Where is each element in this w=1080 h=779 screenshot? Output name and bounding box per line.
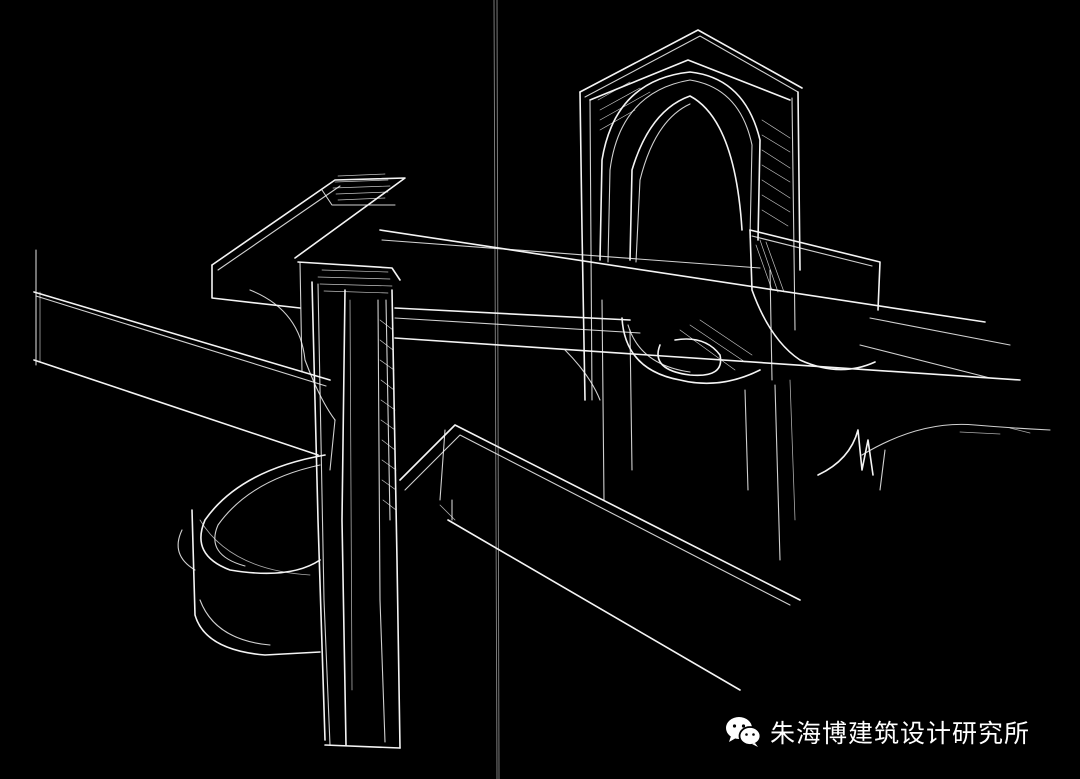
arch-frame <box>579 29 803 561</box>
diagonal-lower-beam <box>399 424 801 691</box>
u-shaped-trough <box>564 229 881 401</box>
bracket-top-hatching <box>317 173 393 294</box>
trough-shading <box>679 239 785 371</box>
arch-shading <box>597 81 791 227</box>
middle-horizontal-beams <box>379 229 1021 381</box>
watermark: 朱海博建筑设计研究所 <box>724 710 1030 754</box>
artist-signature <box>817 423 1051 491</box>
curved-basin <box>177 419 336 656</box>
wechat-icon <box>726 717 762 747</box>
watermark-text: 朱海博建筑设计研究所 <box>770 719 1031 748</box>
bracket-arm <box>211 177 406 421</box>
vertical-column <box>311 281 401 749</box>
column-shading <box>379 319 397 511</box>
sketchbook-fold-line <box>493 0 500 779</box>
left-horizontal-beam <box>33 249 331 456</box>
